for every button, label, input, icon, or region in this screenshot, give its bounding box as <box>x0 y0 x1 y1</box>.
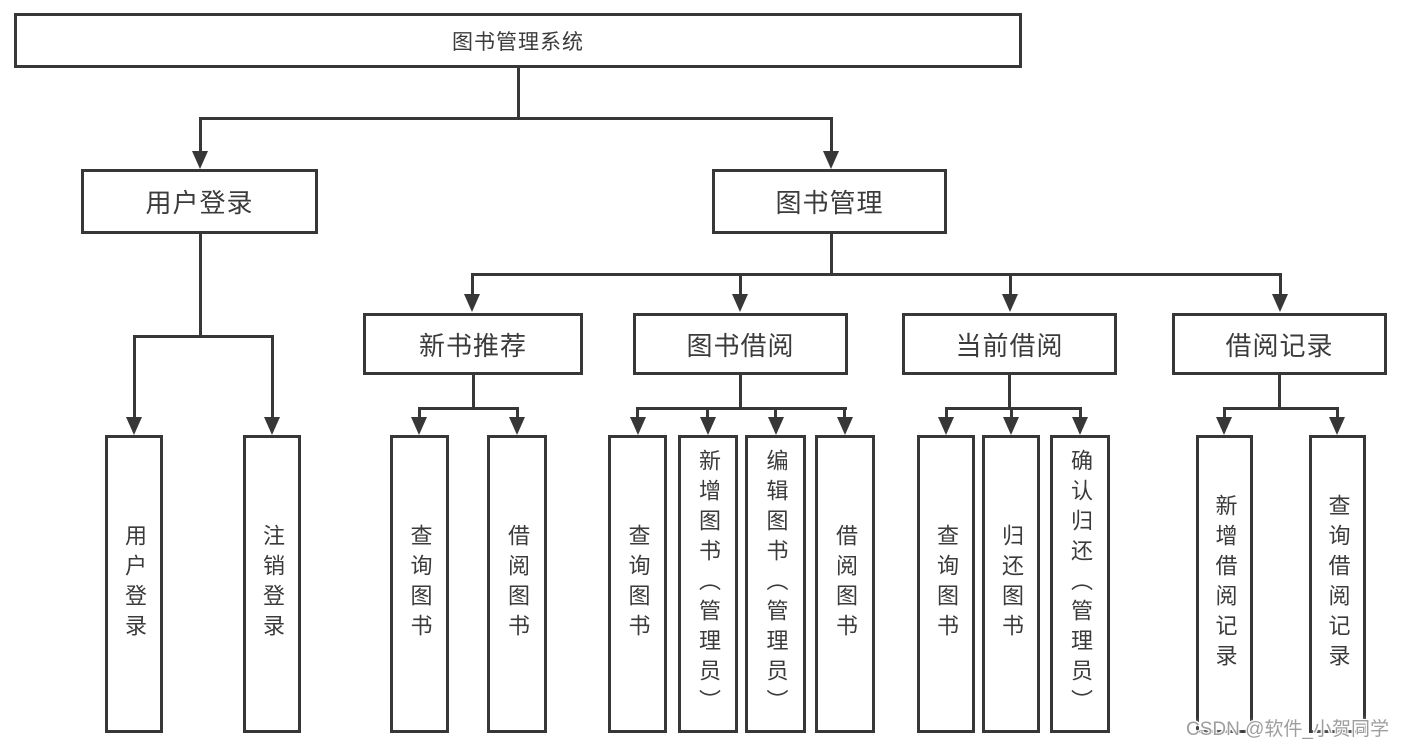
arrow-down-icon <box>192 151 208 169</box>
arrow-down-icon <box>630 417 646 435</box>
connector <box>636 407 639 417</box>
connector <box>1336 407 1339 417</box>
leaf-add-borrow-record: 新增借阅记录 <box>1196 435 1253 733</box>
connector <box>830 117 833 151</box>
arrow-down-icon <box>768 417 784 435</box>
connector <box>706 407 709 417</box>
watermark: CSDN @软件_小贺同学 <box>1186 719 1389 740</box>
connector <box>774 407 777 417</box>
connector <box>199 117 832 120</box>
connector <box>133 335 136 417</box>
leaf-label: 借阅图书 <box>833 524 858 644</box>
arrow-down-icon <box>1003 417 1019 435</box>
arrow-down-icon <box>411 417 427 435</box>
connector <box>945 407 948 417</box>
connector <box>517 68 520 117</box>
leaf-query-books: 查询图书 <box>608 435 667 733</box>
leaf-label: 注销登录 <box>260 524 285 644</box>
arrow-down-icon <box>732 294 748 312</box>
arrow-down-icon <box>464 294 480 312</box>
leaf-label: 确认归还（管理员） <box>1068 449 1093 719</box>
arrow-down-icon <box>1216 417 1232 435</box>
connector <box>199 234 202 335</box>
arrow-down-icon <box>1072 417 1088 435</box>
connector <box>1010 407 1013 417</box>
connector <box>1223 407 1226 417</box>
node-label: 借阅记录 <box>1225 330 1334 361</box>
leaf-logout: 注销登录 <box>243 435 301 733</box>
arrow-down-icon <box>1329 417 1345 435</box>
arrow-down-icon <box>1272 294 1288 312</box>
leaf-label: 查询借阅记录 <box>1325 494 1351 674</box>
node-label: 图书管理系统 <box>452 30 584 54</box>
leaf-user-login: 用户登录 <box>105 435 163 733</box>
node-current-borrowing: 当前借阅 <box>902 313 1117 375</box>
connector <box>1079 407 1082 417</box>
node-library-system: 图书管理系统 <box>14 13 1022 68</box>
connector <box>271 335 274 417</box>
leaf-label: 新增借阅记录 <box>1212 494 1238 674</box>
node-label: 用户登录 <box>145 188 254 218</box>
connector <box>418 407 421 417</box>
leaf-query-borrow-record: 查询借阅记录 <box>1309 435 1366 733</box>
leaf-borrow-books: 借阅图书 <box>487 435 547 733</box>
leaf-add-books-admin: 新增图书（管理员） <box>678 435 738 733</box>
node-label: 图书管理 <box>775 188 884 218</box>
connector <box>1278 375 1281 407</box>
arrow-down-icon <box>823 151 839 169</box>
connector <box>1223 407 1339 410</box>
connector <box>471 273 1281 276</box>
arrow-down-icon <box>700 417 716 435</box>
connector <box>516 407 519 417</box>
leaf-confirm-return-admin: 确认归还（管理员） <box>1050 435 1110 733</box>
arrow-down-icon <box>837 417 853 435</box>
connector <box>471 273 474 294</box>
connector <box>739 273 742 294</box>
arrow-down-icon <box>126 417 142 435</box>
connector <box>199 117 202 151</box>
node-user-login: 用户登录 <box>81 169 318 234</box>
connector <box>472 375 475 407</box>
leaf-label: 查询图书 <box>625 524 651 644</box>
leaf-return-books: 归还图书 <box>982 435 1040 733</box>
connector <box>945 407 1082 410</box>
leaf-borrow-books: 借阅图书 <box>815 435 875 733</box>
leaf-label: 查询图书 <box>934 524 959 644</box>
node-new-book-recommend: 新书推荐 <box>363 313 583 375</box>
connector <box>133 335 273 338</box>
node-book-borrowing: 图书借阅 <box>633 313 848 375</box>
connector <box>418 407 519 410</box>
connector <box>830 232 833 273</box>
leaf-label: 归还图书 <box>999 524 1024 644</box>
leaf-label: 借阅图书 <box>505 524 530 644</box>
arrow-down-icon <box>1002 294 1018 312</box>
connector <box>1279 273 1282 294</box>
node-book-management: 图书管理 <box>712 169 947 234</box>
connector <box>843 407 846 417</box>
leaf-query-books: 查询图书 <box>390 435 449 733</box>
connector <box>739 375 742 407</box>
leaf-label: 编辑图书（管理员） <box>763 449 789 719</box>
node-label: 当前借阅 <box>955 330 1064 361</box>
node-borrow-records: 借阅记录 <box>1172 313 1387 375</box>
leaf-label: 查询图书 <box>407 524 433 644</box>
node-label: 图书借阅 <box>686 330 795 361</box>
leaf-edit-books-admin: 编辑图书（管理员） <box>745 435 806 733</box>
arrow-down-icon <box>938 417 954 435</box>
leaf-query-books: 查询图书 <box>917 435 975 733</box>
leaf-label: 新增图书（管理员） <box>696 449 721 719</box>
connector <box>1008 375 1011 407</box>
arrow-down-icon <box>509 417 525 435</box>
node-label: 新书推荐 <box>418 330 527 361</box>
leaf-label: 用户登录 <box>122 524 147 644</box>
arrow-down-icon <box>264 417 280 435</box>
connector <box>636 407 847 410</box>
connector <box>1009 273 1012 294</box>
